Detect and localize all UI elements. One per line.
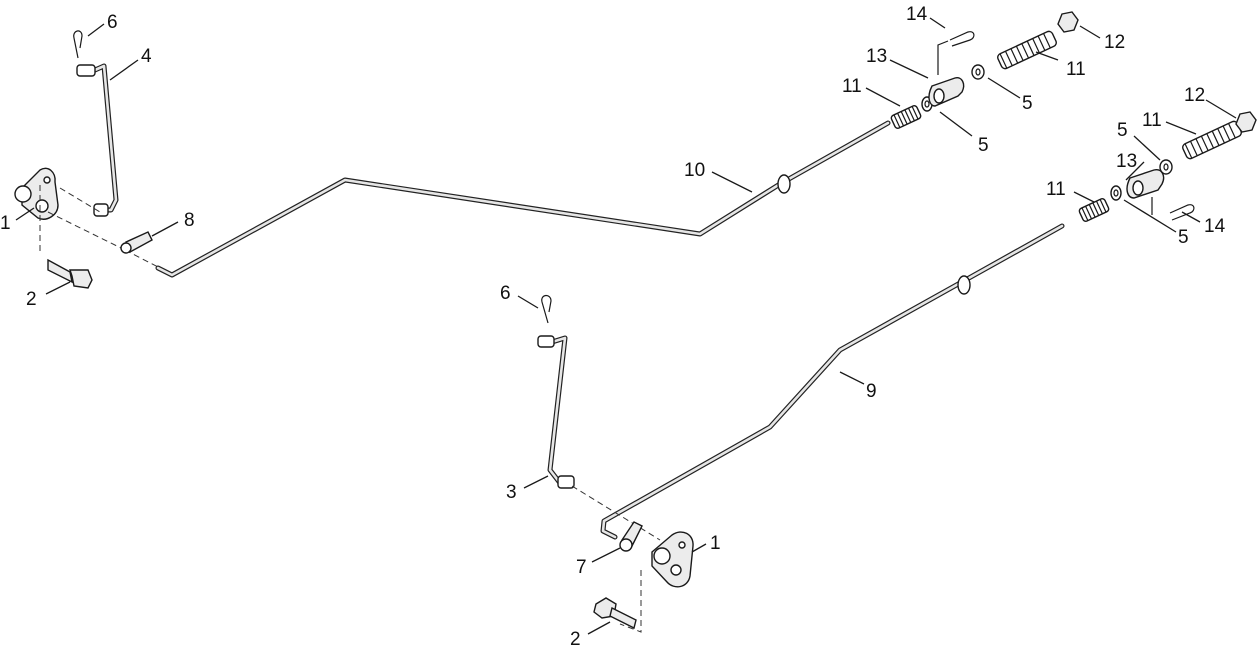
washer-upper-outer xyxy=(971,64,985,80)
shoulder-bolt-upper xyxy=(47,258,93,289)
nut-upper xyxy=(1057,11,1079,33)
callout-3: 3 xyxy=(506,482,517,503)
callout-2-upper: 2 xyxy=(26,289,37,310)
callout-11-lower-short: 11 xyxy=(1046,179,1066,200)
callout-14-upper: 14 xyxy=(906,4,928,25)
trunnion-lower xyxy=(1126,169,1165,199)
hairpin-clip-upper xyxy=(73,30,83,59)
alignment-line-lower-vertical xyxy=(619,570,642,633)
callout-11-lower-long: 11 xyxy=(1142,110,1162,131)
nut-lower xyxy=(1235,111,1257,133)
callout-11-upper-long: 11 xyxy=(1066,59,1086,80)
washer-lower-outer xyxy=(1159,159,1173,175)
callout-6-lower: 6 xyxy=(500,283,511,304)
callout-5-lower-outer: 5 xyxy=(1117,120,1128,141)
alignment-line-upper-diagonal xyxy=(47,211,126,251)
callout-10: 10 xyxy=(684,160,705,181)
callout-13-lower: 13 xyxy=(1116,151,1137,172)
callout-12-upper: 12 xyxy=(1104,32,1125,53)
shoulder-bolt-lower xyxy=(593,597,637,630)
spring-upper-short xyxy=(890,105,922,129)
control-rod-upper xyxy=(155,120,891,278)
hairpin-clip-upper-right xyxy=(937,31,975,75)
control-rod-lower xyxy=(600,223,1065,540)
callout-8: 8 xyxy=(184,210,195,231)
callout-14-lower: 14 xyxy=(1204,216,1226,237)
callout-6-upper: 6 xyxy=(107,12,118,33)
callout-4: 4 xyxy=(141,46,152,67)
washer-lower-inner xyxy=(1110,185,1122,201)
callout-1-lower: 1 xyxy=(710,533,721,554)
spring-upper-long xyxy=(997,30,1057,70)
callout-5-lower-inner: 5 xyxy=(1178,227,1189,248)
pivot-bracket-lower xyxy=(651,531,694,588)
callout-1-upper: 1 xyxy=(0,213,11,234)
leader-lines xyxy=(15,17,1237,635)
swivel-fitting-lower xyxy=(619,521,643,552)
alignment-line-upper-rod xyxy=(124,249,161,269)
hairpin-clip-lower xyxy=(541,294,552,324)
hairpin-clip-lower-right xyxy=(1151,197,1195,221)
pivot-bracket-upper xyxy=(14,167,59,220)
callout-5-upper-outer: 5 xyxy=(1022,93,1033,114)
alignment-line-lower-diagonal xyxy=(571,485,661,541)
alignment-line-upper-link xyxy=(59,187,101,213)
link-rod-upper xyxy=(76,63,119,217)
spring-lower-short xyxy=(1078,198,1110,222)
spring-lower-long xyxy=(1182,120,1242,160)
callout-9: 9 xyxy=(866,381,877,402)
callout-5-upper-inner: 5 xyxy=(978,135,989,156)
trunnion-upper xyxy=(928,77,965,107)
swivel-fitting-upper xyxy=(120,231,153,254)
callout-11-upper-short: 11 xyxy=(842,76,862,97)
callout-2-lower: 2 xyxy=(570,629,581,650)
callout-7: 7 xyxy=(576,557,587,578)
link-rod-lower xyxy=(537,335,575,489)
callout-13-upper: 13 xyxy=(866,46,887,67)
callout-12-lower: 12 xyxy=(1184,85,1205,106)
